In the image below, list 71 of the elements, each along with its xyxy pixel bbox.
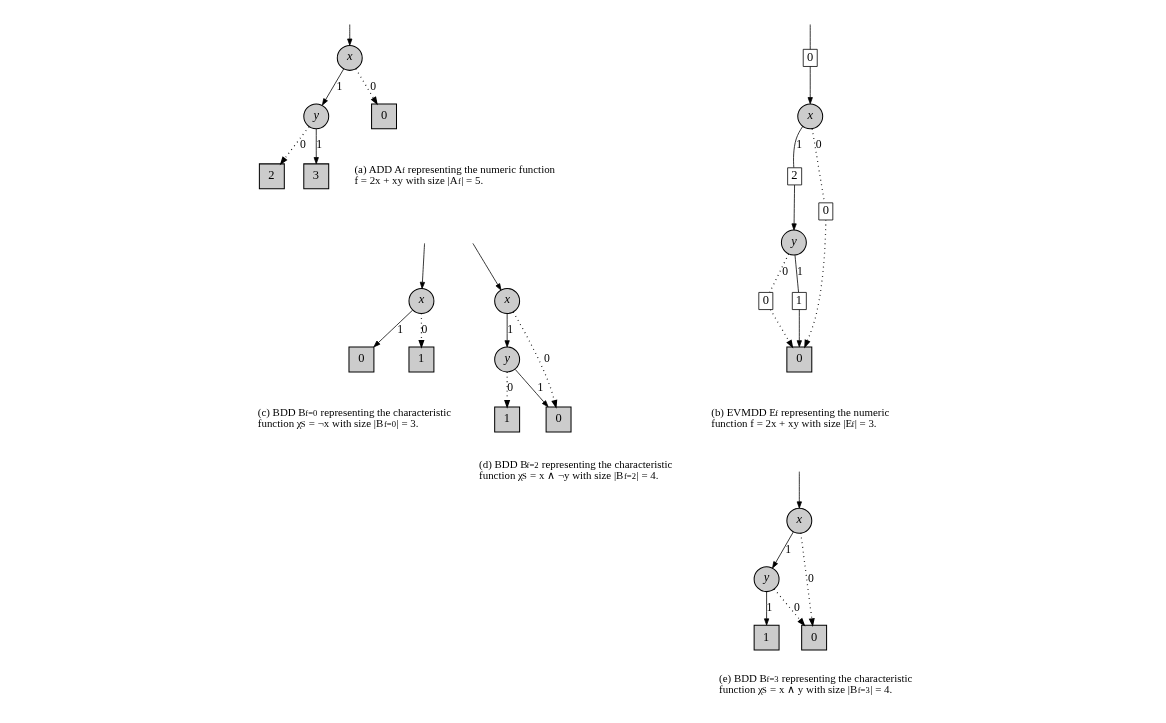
- node-box: 3: [302, 163, 329, 190]
- node-box: 0: [757, 292, 773, 310]
- edge-label: 0: [543, 352, 550, 366]
- arrow: [373, 309, 413, 348]
- arrow: [354, 68, 378, 106]
- arrow: [791, 184, 797, 231]
- edge-label: 1: [795, 138, 802, 152]
- edge-label: 1: [396, 322, 403, 336]
- edge-label: 1: [336, 79, 342, 93]
- arrow: [771, 531, 794, 569]
- node-box: 0: [800, 624, 827, 651]
- node-circle: x: [796, 103, 823, 130]
- node-box: 1: [791, 292, 807, 310]
- edge-label: 1: [537, 381, 543, 395]
- edge-label: 1: [796, 264, 803, 278]
- arrow: [803, 219, 826, 349]
- label: (b) EVMDD Ef representing the numeric function f = 2x + xy with size |Ef| = 3.: [710, 406, 889, 430]
- node-circle: x: [336, 44, 363, 71]
- connector: [794, 254, 799, 293]
- node-box: 0: [347, 346, 374, 373]
- connector: [792, 125, 803, 168]
- edge-label: 0: [793, 601, 800, 615]
- edge-label: 0: [299, 138, 306, 152]
- node-box: 2: [786, 167, 802, 186]
- node-box: 0: [545, 406, 572, 433]
- edge-label: 1: [315, 138, 322, 152]
- arrow: [514, 368, 548, 408]
- connector: [809, 24, 811, 50]
- node-circle: y: [302, 103, 329, 130]
- label: (e) BDD Bf=3 representing the characteristic function χS = x ∧ y with size |Bf=3| = 4.: [718, 672, 912, 696]
- arrow: [763, 591, 769, 626]
- arrow: [512, 311, 557, 409]
- arrow: [279, 126, 310, 166]
- edge-label: 1: [506, 322, 513, 336]
- edge-label: 1: [766, 601, 772, 615]
- arrow: [796, 309, 802, 348]
- arrow: [503, 371, 510, 409]
- arrow: [419, 243, 425, 289]
- arrow: [321, 68, 344, 106]
- node-circle: x: [407, 288, 434, 314]
- node-box: 1: [493, 406, 520, 433]
- edge-label: 0: [506, 381, 513, 395]
- edge-label: 0: [421, 322, 427, 336]
- label: (c) BDD Bf=0 representing the characteristic function χS = ¬x with size |Bf=0| = 3.: [257, 406, 451, 430]
- arrow: [346, 24, 352, 46]
- edge-label: 0: [781, 264, 788, 278]
- edge-label: 0: [815, 138, 822, 152]
- node-box: 0: [817, 202, 833, 221]
- arrow: [472, 243, 501, 291]
- edge-label: 1: [784, 542, 791, 556]
- node-box: 1: [407, 346, 434, 373]
- label: (d) BDD Bf=2 representing the characteristic function χS = x ∧ ¬y with size |Bf=2| = 4.: [478, 457, 672, 481]
- arrow: [807, 66, 813, 105]
- node-box: 0: [785, 346, 812, 373]
- arrow: [504, 313, 510, 348]
- node-circle: x: [493, 288, 520, 314]
- arrow: [796, 471, 802, 509]
- node-circle: y: [780, 229, 807, 256]
- arrow: [773, 588, 805, 627]
- node-circle: x: [785, 507, 812, 534]
- node-circle: y: [753, 566, 780, 593]
- node-circle: y: [493, 346, 520, 373]
- node-box: 2: [258, 163, 285, 190]
- edge-label: 0: [807, 571, 814, 585]
- node-box: 1: [753, 624, 780, 651]
- node-box: 0: [370, 103, 397, 130]
- arrow: [799, 532, 815, 627]
- edge-label: 0: [369, 79, 376, 93]
- node-box: 0: [802, 48, 818, 67]
- arrow: [313, 128, 319, 165]
- label: (a) ADD Af representing the numeric function f = 2x + xy with size |Af| = 5.: [353, 163, 555, 187]
